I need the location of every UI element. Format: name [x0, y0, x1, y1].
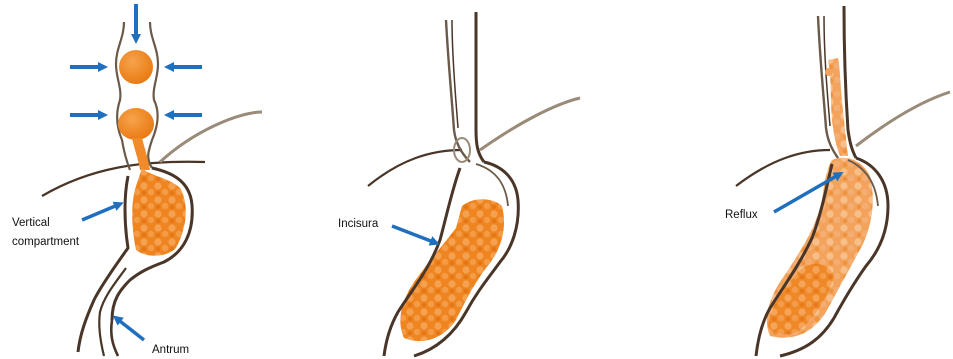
label-antrum: Antrum [152, 344, 189, 356]
arrow-antrum [116, 318, 144, 340]
arrow-vertical-compartment [82, 204, 120, 220]
diaphragm-curve-1b [160, 112, 262, 162]
bolus-upper [119, 50, 153, 84]
stomach-fill-1 [132, 168, 186, 256]
diaphragm-curve-3 [736, 150, 830, 186]
esophagus-right-wall-1 [148, 22, 158, 168]
esophagus-right-wall-2 [476, 12, 484, 162]
panel-2-esophagus-stomach: Incisura [338, 12, 580, 356]
reflux-drop-1 [825, 68, 833, 76]
panel-3-esophagus-stomach: Reflux [725, 6, 950, 356]
label-vertical-compartment-line1: Vertical [12, 217, 50, 229]
esophagus-right-wall-3 [844, 6, 856, 158]
stomach-fill-2 [400, 199, 504, 341]
diaphragm-curve-2 [368, 150, 462, 186]
stomach-inner-wall-1 [78, 176, 128, 352]
antrum-wall-1 [111, 320, 118, 356]
label-reflux: Reflux [725, 209, 758, 221]
panel-1-esophagus-stomach: Vertical compartment Antrum [12, 4, 262, 356]
arrow-incisura [392, 226, 436, 243]
diaphragm-curve-2b [480, 98, 580, 150]
esophagus-left-wall-1 [116, 22, 130, 170]
diaphragm-curve-3b [856, 92, 950, 146]
label-incisura: Incisura [338, 218, 379, 230]
reflux-drop-2 [833, 85, 840, 92]
label-vertical-compartment-line2: compartment [12, 236, 80, 248]
bolus-lower [118, 108, 154, 140]
